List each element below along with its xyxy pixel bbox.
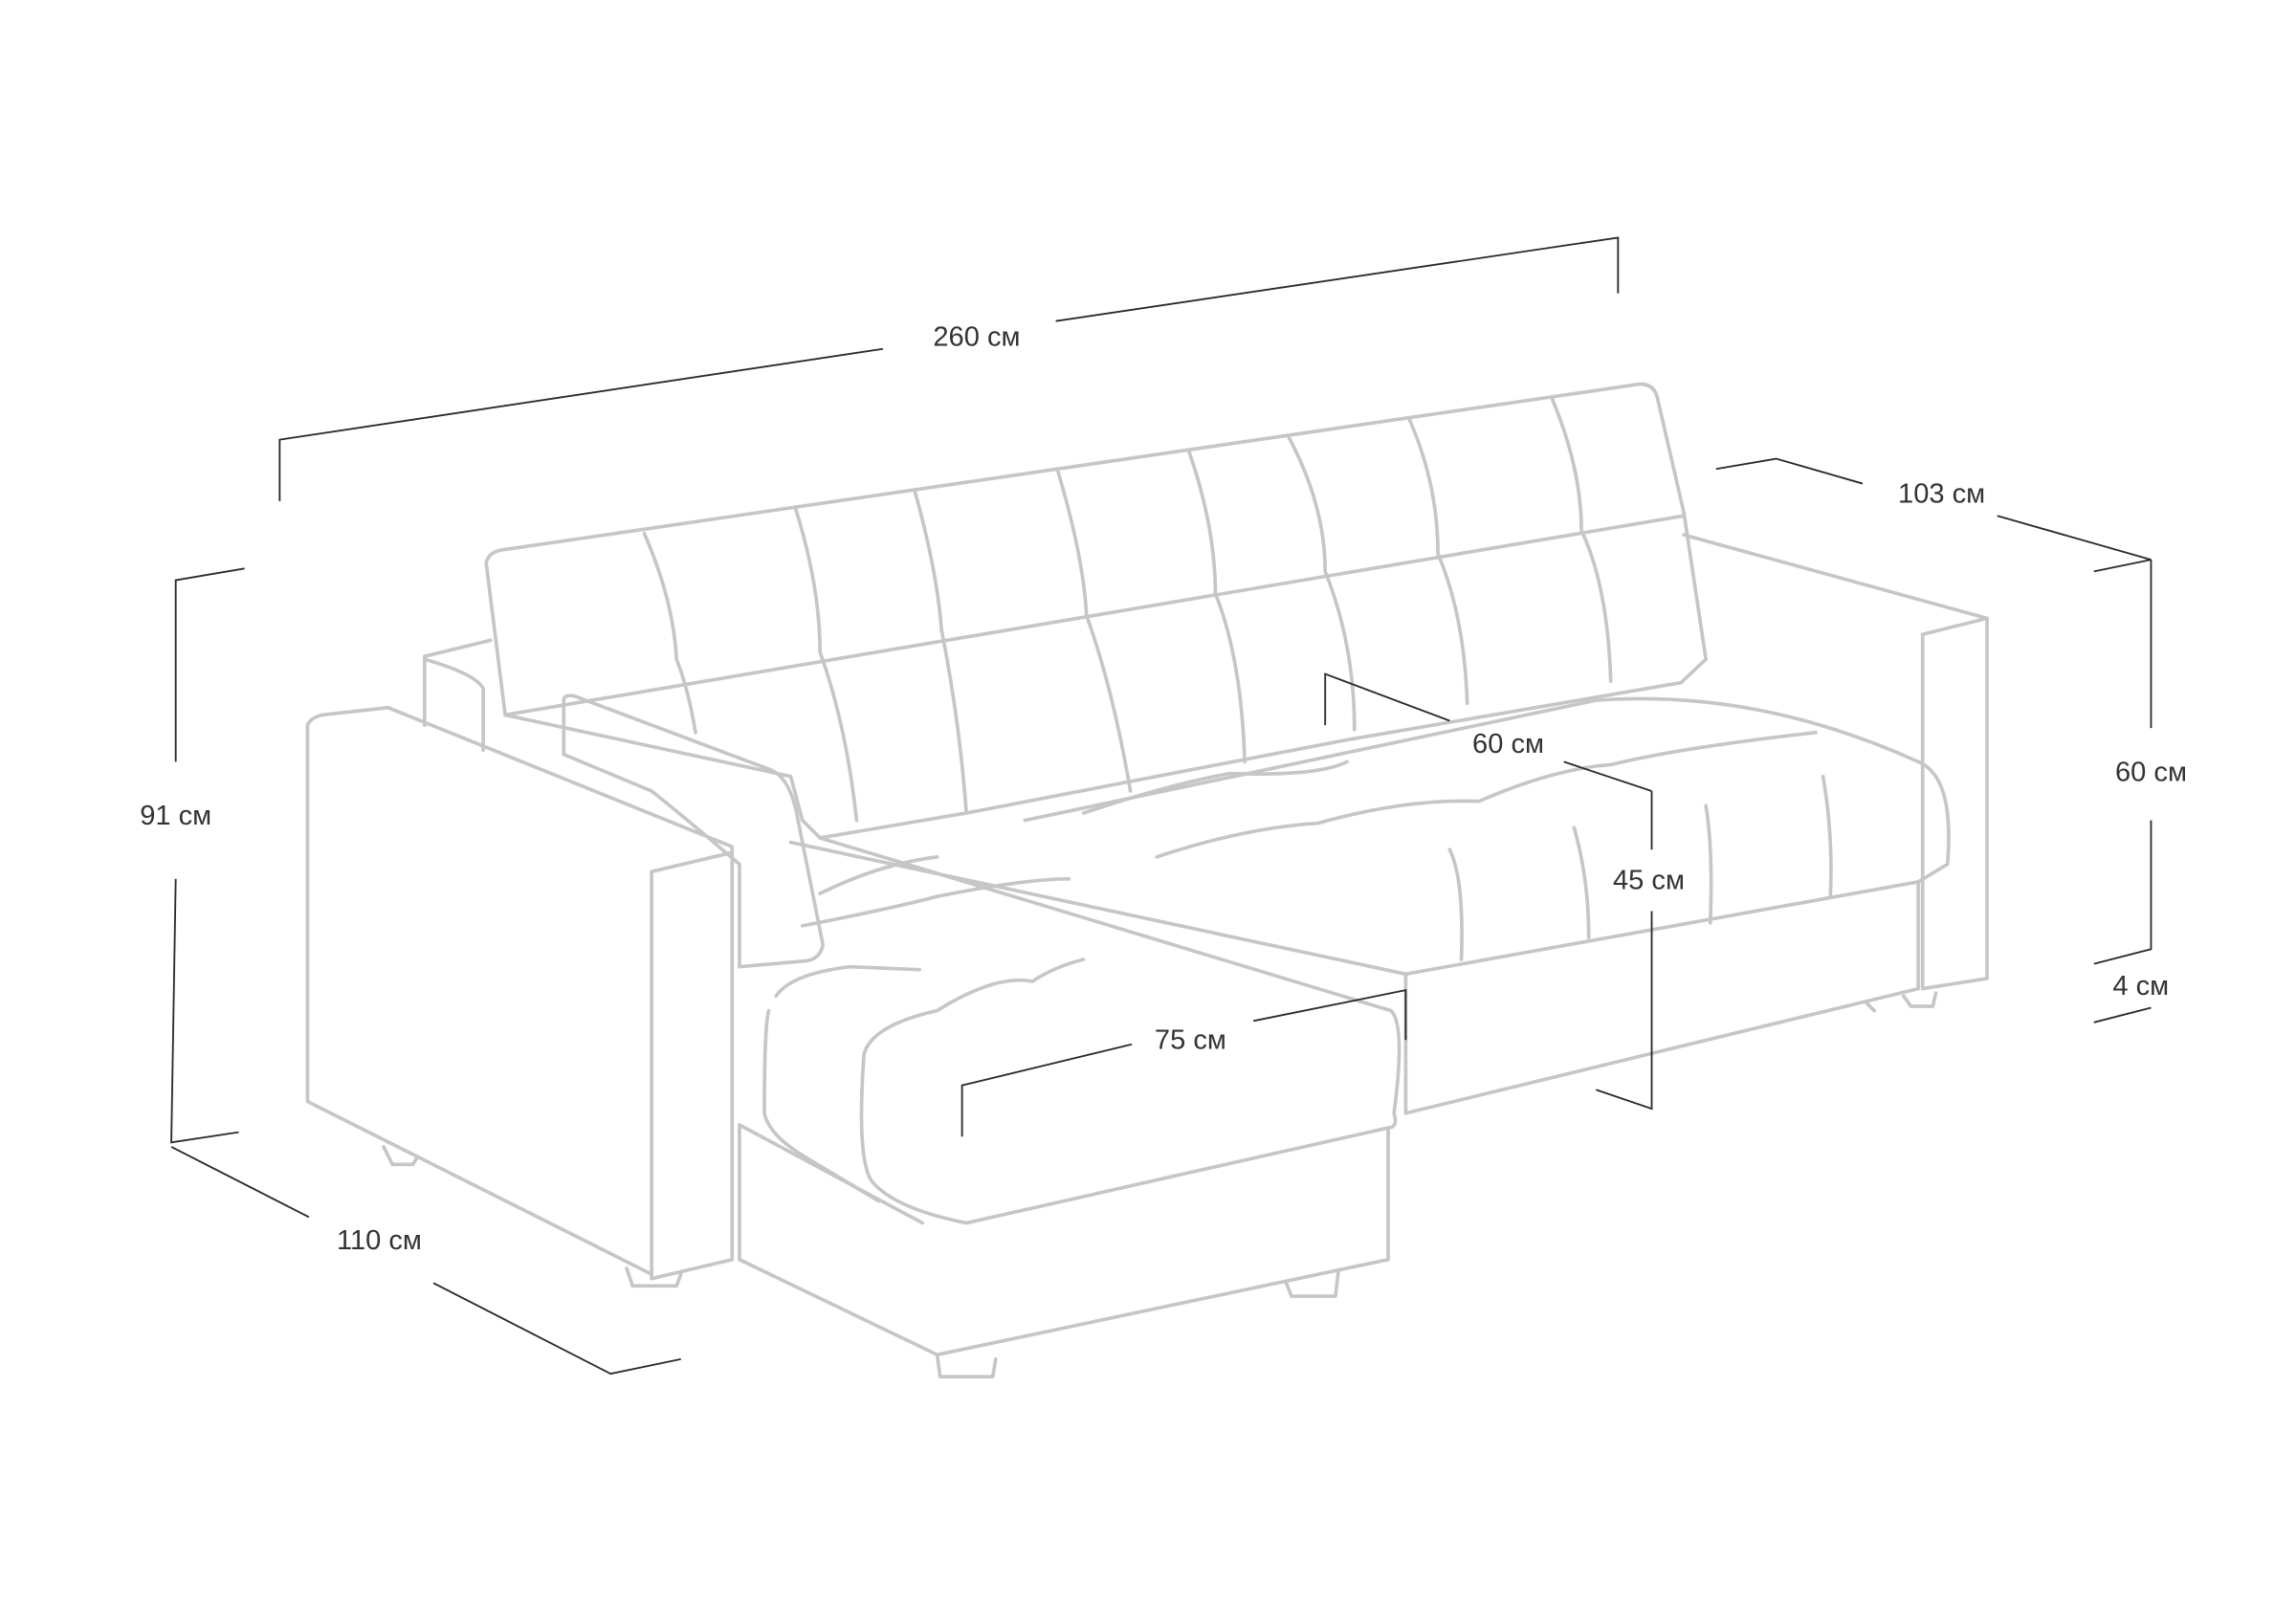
dim-line-seat-depth-right	[1563, 760, 1652, 792]
dim-line-seat-depth	[1324, 672, 1450, 726]
right-armrest	[1682, 533, 1989, 991]
sofa-outline	[305, 382, 1989, 1379]
right-legs	[1865, 991, 1938, 1013]
backrest-tufting	[642, 396, 1613, 823]
dim-line-chaise-width	[960, 1043, 1133, 1137]
dim-line-chaise-length	[170, 1146, 310, 1219]
label-back-height: 60 см	[2115, 757, 2187, 787]
label-seat-depth: 60 см	[1472, 729, 1544, 759]
label-seat-height: 45 см	[1613, 866, 1685, 896]
label-leg-height: 4 см	[2112, 971, 2169, 1002]
chaise-legs	[935, 1269, 1340, 1379]
dim-line-depth-right	[1997, 515, 2152, 573]
main-seat-base	[1403, 880, 1920, 1115]
dim-line-height	[174, 567, 245, 762]
rear-armrest	[423, 638, 493, 752]
dim-line-chaise-length-lower	[432, 1282, 681, 1376]
dim-line-chaise-width-right	[1253, 989, 1407, 1041]
label-chaise-width: 75 см	[1155, 1024, 1226, 1055]
dimension-lines: 260 см 103 см 60 см 4 см 91 см 110 см 60…	[140, 236, 2187, 1376]
cushion-pillow	[562, 693, 826, 969]
backrest-seam	[503, 514, 1687, 717]
main-seat-tufting	[1081, 730, 1833, 961]
main-seat-cushion	[788, 696, 1951, 977]
dim-line-seat-height-lower	[1596, 911, 1653, 1111]
chaise-base	[738, 1123, 1390, 1357]
dim-line-leg-height	[2093, 1006, 2152, 1024]
dim-line-total-width-right	[1055, 236, 1620, 322]
label-total-width: 260 см	[933, 322, 1020, 353]
backrest	[484, 382, 1708, 840]
left-armrest	[305, 705, 735, 1288]
chaise-tufting	[762, 855, 1071, 1203]
dim-line-height-lower	[170, 878, 239, 1144]
label-height: 91 см	[140, 801, 211, 831]
chaise-cushion	[774, 836, 1402, 1225]
dim-line-depth	[1715, 457, 1864, 485]
label-chaise-length: 110 см	[337, 1225, 422, 1256]
dim-line-back-height-lower	[2093, 820, 2152, 965]
dim-line-total-width	[278, 347, 884, 501]
label-depth: 103 см	[1898, 478, 1985, 509]
